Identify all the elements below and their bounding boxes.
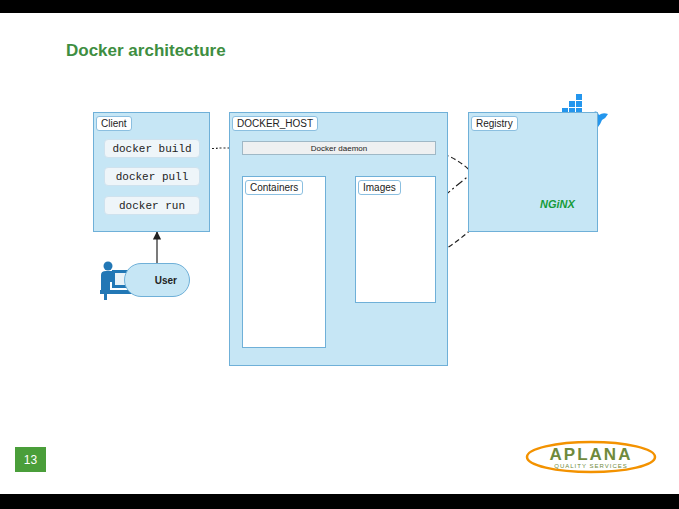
top-bar [0, 0, 679, 13]
node-label: docker run [119, 200, 185, 212]
logo-swoosh [527, 442, 655, 472]
registry-panel: Registry [468, 112, 598, 232]
panel-heading: Registry [471, 116, 518, 131]
client-panel: Client docker build docker pull docker run [93, 112, 210, 232]
panel-heading: Images [358, 180, 401, 195]
logo-text: APLANA [550, 445, 633, 465]
images-box: Images [355, 176, 436, 303]
daemon-bar: Docker daemon [242, 141, 436, 155]
node-label: Docker daemon [311, 144, 367, 153]
command-box: docker run [104, 196, 200, 215]
user-pill: User [124, 263, 190, 297]
panel-heading: DOCKER_HOST [232, 116, 318, 131]
logo-subtext: QUALITY SERVICES [554, 463, 627, 469]
panel-heading: Containers [245, 180, 303, 195]
node-label: docker build [112, 143, 191, 155]
nginx-logo-text: NGiNX [540, 198, 575, 210]
node-label: User [155, 275, 177, 286]
command-box: docker pull [104, 167, 200, 186]
page-number: 13 [24, 453, 37, 467]
host-panel: DOCKER_HOST Docker daemonContainers Images [229, 112, 448, 366]
connector [156, 232, 157, 263]
bottom-bar [0, 494, 679, 509]
slide-title: Docker architecture [66, 41, 226, 61]
page-number-box [15, 447, 46, 472]
node-label: docker pull [116, 171, 189, 183]
command-box: docker build [104, 139, 200, 158]
panel-heading: Client [96, 116, 132, 131]
containers-box: Containers [242, 176, 326, 348]
